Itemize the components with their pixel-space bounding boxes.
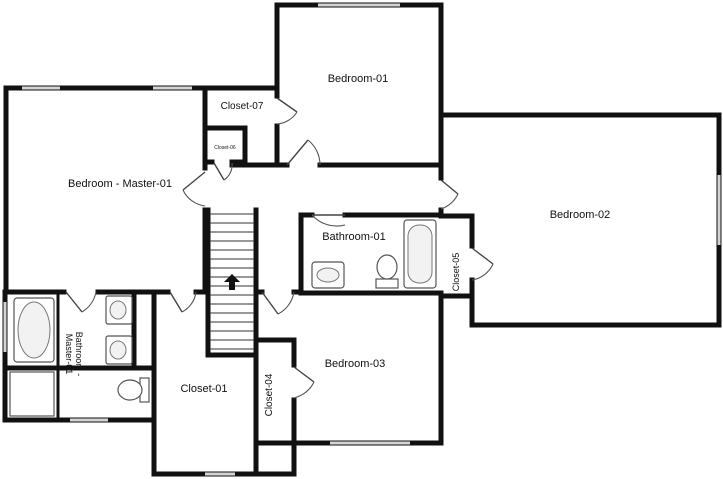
label-closet-04: Closet-04: [264, 373, 275, 416]
up-arrow-icon: [224, 274, 240, 290]
door-bedroom02: [440, 179, 459, 195]
toilet-tank: [375, 278, 399, 289]
label-closet-06: Closet-06: [214, 145, 236, 151]
label-closet-05: Closet-05: [451, 253, 461, 292]
door-bath-master-arc: [81, 291, 97, 313]
toilet-bowl: [376, 254, 398, 280]
label-closet-07: Closet-07: [221, 101, 264, 112]
door-master-bedroom-arc: [182, 189, 206, 207]
door-bedroom02-arc: [440, 193, 459, 210]
door-closet05: [471, 247, 494, 265]
door-closet01: [169, 291, 183, 313]
label-bathroom-master-01-line1: Bathroom -: [74, 332, 84, 377]
label-bedroom-01: Bedroom-01: [328, 73, 389, 85]
label-bathroom-01: Bathroom-01: [322, 231, 386, 243]
label-bedroom-02: Bedroom-02: [550, 209, 611, 221]
label-bedroom-03: Bedroom-03: [325, 358, 386, 370]
door-closet04-arc: [293, 381, 315, 399]
windows: [3, 3, 721, 476]
door-closet07-arc: [276, 111, 298, 125]
door-closet06-arc: [223, 162, 233, 181]
room-labels: Bedroom - Master-01 Bedroom-01 Bedroom-0…: [64, 73, 610, 416]
bathtub-master-basin: [17, 301, 51, 359]
door-closet04: [293, 366, 315, 383]
vanity-sink-1-basin: [109, 300, 127, 320]
toilet-master-bowl: [117, 379, 143, 401]
door-bedroom01-arc: [307, 139, 321, 166]
door-master-bedroom: [182, 171, 206, 191]
label-closet-01: Closet-01: [180, 383, 227, 395]
door-bath-master: [65, 291, 83, 313]
door-bedroom01: [286, 139, 309, 166]
label-bedroom-master-01: Bedroom - Master-01: [68, 178, 172, 190]
sink-basin: [316, 267, 340, 283]
vanity-sink-2-basin: [109, 340, 127, 360]
label-bathroom-master-01-line2: Master-01: [64, 334, 74, 375]
door-bedroom03-arc: [277, 291, 295, 315]
door-bathroom01-arc: [311, 214, 346, 227]
stairs: [210, 213, 254, 350]
bathtub-basin: [407, 224, 433, 284]
fixtures: [9, 219, 437, 417]
door-closet05-arc: [471, 263, 494, 281]
stair-treads: [210, 213, 254, 350]
door-closet07: [276, 97, 298, 113]
doors: [65, 97, 494, 399]
door-closet06: [213, 162, 225, 181]
door-closet01-arc: [181, 291, 197, 313]
door-bedroom03: [261, 291, 279, 315]
shower-stall: [9, 371, 55, 417]
